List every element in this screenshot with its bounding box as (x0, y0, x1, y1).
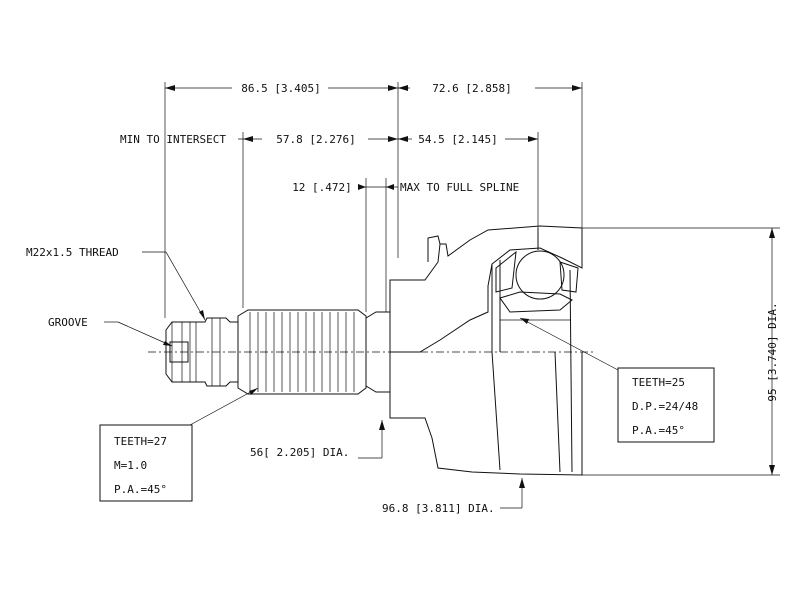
thread-label: M22x1.5 THREAD (26, 246, 119, 259)
max-to-full-spline-label: MAX TO FULL SPLINE (400, 181, 519, 194)
min-to-intersect-label: MIN TO INTERSECT (120, 133, 226, 146)
outer-dia-dim: 95 [3.740] DIA. (766, 302, 779, 401)
dimension-lines (165, 85, 775, 509)
shaft-dia-dim: 56[ 2.205] DIA. (250, 446, 349, 459)
inner-spline-spec-box: TEETH=25 D.P.=24/48 P.A.=45° (617, 367, 715, 443)
leader-lines (104, 251, 619, 426)
ball (515, 250, 565, 300)
shaft-pressure-angle: P.A.=45° (114, 483, 167, 496)
inner-diametral-pitch: D.P.=24/48 (632, 400, 698, 413)
shaft-teeth: TEETH=27 (114, 435, 167, 448)
housing-dia-dim: 96.8 [3.811] DIA. (382, 502, 495, 515)
shaft-spline-spec-box: TEETH=27 M=1.0 P.A.=45° (99, 424, 193, 502)
inner-teeth: TEETH=25 (632, 376, 685, 389)
inner-pressure-angle: P.A.=45° (632, 424, 685, 437)
overall-left-dim: 86.5 [3.405] (241, 82, 320, 95)
overall-right-dim: 72.6 [2.858] (432, 82, 511, 95)
housing-length-dim: 54.5 [2.145] (418, 133, 497, 146)
extension-lines (164, 82, 780, 476)
groove-label: GROOVE (48, 316, 88, 329)
spline-teeth (249, 312, 355, 392)
housing (389, 225, 583, 476)
shaft-module: M=1.0 (114, 459, 147, 472)
dimension-labels: 86.5 [3.405] 72.6 [2.858] MIN TO INTERSE… (26, 82, 779, 515)
shaft (165, 309, 391, 395)
max-to-full-spline-dim: 12 [.472] (292, 181, 352, 194)
min-to-intersect-dim: 57.8 [2.276] (276, 133, 355, 146)
